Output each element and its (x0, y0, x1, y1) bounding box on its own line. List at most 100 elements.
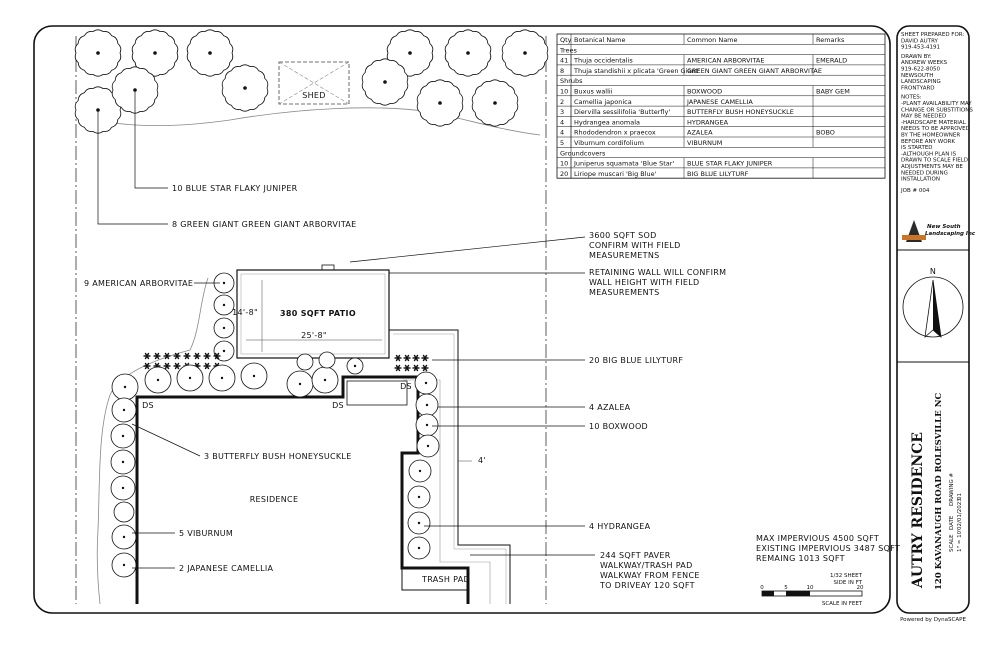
table-cell: 3 (560, 108, 564, 116)
table-cell: Hydrangea anomala (574, 118, 640, 126)
table-cell: BOBO (816, 129, 835, 137)
callout-retaining-line3: MEASUREMENTS (589, 288, 659, 297)
svg-text:SCALE IN FEET: SCALE IN FEET (822, 601, 863, 607)
lilyturf-plant (183, 352, 191, 360)
callout-lilyturf: 20 BIG BLUE LILYTURF (589, 356, 683, 365)
callout-sod-line2: CONFIRM WITH FIELD (589, 241, 681, 250)
table-header: Common Name (687, 36, 738, 44)
callout-retaining-line1: RETAINING WALL WILL CONFIRM (589, 268, 726, 277)
patio: 380 SQFT PATIO 14'-8" 25'-8" (232, 264, 390, 359)
table-cell: 4 (560, 118, 564, 126)
shrub (318, 351, 336, 369)
table-header: Qty (560, 36, 572, 44)
shed-label: SHED (302, 91, 326, 100)
shrub (286, 370, 314, 398)
titleblock-text: NEWSOUTH (901, 73, 933, 79)
shrub (296, 353, 314, 371)
titleblock-text: DRAWN BY: (901, 54, 932, 60)
callout-paver-line2: WALKWAY/TRASH PAD (600, 561, 693, 570)
shrub (311, 366, 339, 394)
svg-text:Landscaping Inc: Landscaping Inc (925, 231, 976, 237)
residence: RESIDENCE TRASH PAD DS DS DS 4' (135, 375, 486, 604)
titleblock-text: -PLANT AVAILABILITY MAY (901, 101, 972, 107)
table-cell: EMERALD (816, 57, 847, 65)
svg-text:120 KAVANAUGH ROAD ROLESVILLE: 120 KAVANAUGH ROAD ROLESVILLE NC (934, 393, 944, 590)
callout-boxwood: 10 BOXWOOD (589, 422, 648, 431)
boxwood-shrub (407, 511, 431, 535)
lilyturf-plant (213, 352, 221, 360)
lilyturf-plant (412, 354, 420, 362)
title-block: New South Landscaping Inc N AUTRY RESIDE… (897, 32, 976, 590)
svg-text:SIDE IN FT: SIDE IN FT (834, 580, 863, 586)
svg-text:DRAWING #: DRAWING # (949, 473, 955, 506)
lilyturf-plant (163, 352, 171, 360)
green-giant-arborvitae-tree (186, 29, 234, 77)
boxwood-shrub (416, 434, 440, 458)
svg-text:SCALE: SCALE (949, 534, 955, 552)
table-group-title: Groundcovers (560, 149, 606, 157)
downspout-label: DS (332, 401, 344, 410)
green-giant-arborvitae-tree (74, 29, 122, 77)
titleblock-text: 919-453-4191 (901, 45, 940, 51)
shrub (111, 524, 137, 550)
lilyturf-plant (421, 364, 429, 372)
titleblock-text: BY THE HOMEOWNER (901, 133, 960, 139)
shrub (111, 373, 139, 401)
table-cell: BOXWOOD (687, 88, 722, 96)
callout-retaining-line2: WALL HEIGHT WITH FIELD (589, 278, 699, 287)
table-cell: BABY GEM (816, 88, 850, 96)
svg-text:10: 10 (807, 585, 814, 591)
table-cell: 10 (560, 160, 568, 168)
shrub (240, 362, 268, 390)
table-cell: Thuja standishii x plicata 'Green Giant' (573, 67, 700, 75)
table-cell: Juniperus squamata 'Blue Star' (573, 160, 674, 168)
table-cell: JAPANESE CAMELLIA (686, 98, 753, 106)
svg-text:01: 01 (957, 493, 963, 500)
table-cell: AZALEA (687, 129, 713, 137)
project-address: 120 KAVANAUGH ROAD ROLESVILLE NC (934, 393, 944, 590)
callout-butterfly-bush: 3 BUTTERFLY BUSH HONEYSUCKLE (204, 452, 352, 461)
lawn-edge-top (77, 107, 541, 136)
titleblock-text: NEEDED DURING (901, 170, 948, 176)
lilyturf-plant (403, 364, 411, 372)
shrub (110, 449, 136, 475)
svg-text:5: 5 (784, 585, 788, 591)
lilyturf-plant (203, 352, 211, 360)
job-number: JOB # 004 (900, 188, 930, 194)
titleblock-text: -HARDSCAPE MATERIAL (901, 120, 967, 126)
table-cell: Rhododendron x praecox (574, 129, 656, 137)
titleblock-text: SHEET PREPARED FOR: (901, 32, 964, 38)
callout-paver-line4: TO DRIVEAY 120 SQFT (599, 581, 695, 590)
shrub (110, 423, 136, 449)
table-cell: HYDRANGEA (687, 118, 729, 126)
table-cell: 20 (560, 170, 568, 178)
callout-paver-line1: 244 SQFT PAVER (600, 551, 671, 560)
scale-bar: 1/32 SHEET SIDE IN FT 0 5 10 20 SCALE IN… (760, 573, 864, 607)
impervious-line2: EXISTING IMPERVIOUS 3487 SQFT (756, 544, 900, 553)
callout-viburnum: 5 VIBURNUM (179, 529, 233, 538)
shrub (110, 475, 136, 501)
svg-text:AUTRY RESIDENCE: AUTRY RESIDENCE (910, 432, 926, 589)
table-cell: Camellia japonica (574, 98, 632, 106)
impervious-line1: MAX IMPERVIOUS 4500 SQFT (756, 534, 879, 543)
table-header: Remarks (816, 36, 845, 44)
lilyturf-plant (193, 352, 201, 360)
green-giant-arborvitae-tree (416, 79, 464, 127)
shrub (346, 357, 364, 375)
lilyturf-plant (173, 352, 181, 360)
patio-label: 380 SQFT PATIO (280, 309, 356, 318)
lilyturf-plant (143, 362, 151, 370)
callout-azalea: 4 AZALEA (589, 403, 631, 412)
patio-width-dim: 25'-8" (301, 331, 327, 340)
green-giant-arborvitae-tree (361, 58, 409, 106)
svg-text:New South: New South (927, 224, 961, 230)
north-arrow: N (902, 267, 964, 339)
paver-walkway (389, 329, 511, 604)
table-cell: 2 (560, 98, 564, 106)
impervious-line3: REMAING 1013 SQFT (756, 554, 845, 563)
table-cell: VIBURNUM (687, 139, 722, 147)
